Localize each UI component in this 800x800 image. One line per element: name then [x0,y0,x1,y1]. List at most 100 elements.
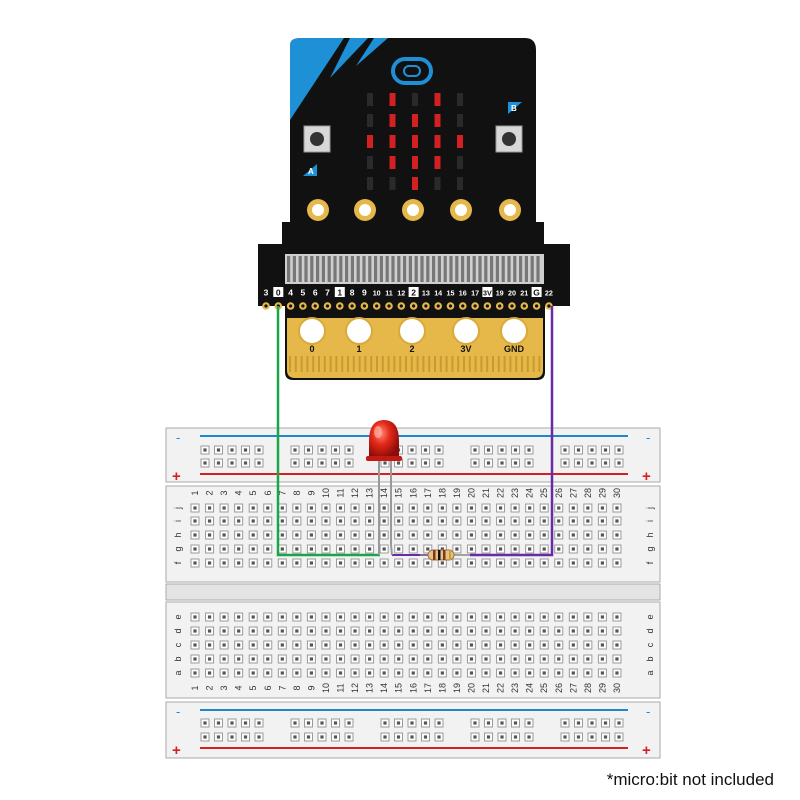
pin-label: 22 [545,289,553,298]
pin-label: 13 [422,289,430,298]
bottom-rail-minus-left: - [176,704,180,719]
pad-label-2: 2 [409,344,414,354]
matrix-led [389,156,396,169]
column-number: 19 [452,683,462,693]
pin-label: 11 [385,289,393,298]
pin-label: 16 [459,289,467,298]
red-led[interactable] [366,420,402,556]
pin-label: 3V [483,289,492,298]
bottom-power-rail: - - + + [165,701,661,759]
column-number: 13 [365,488,375,498]
footnote-text: *micro:bit not included [606,770,774,789]
column-number: 2 [205,685,215,690]
pin-label-highlight [273,287,284,297]
column-number: 1 [190,490,200,495]
matrix-led [367,135,373,148]
pin-label: G [533,288,540,298]
blue-corner-accent [290,38,388,120]
top-rail-minus-left: - [176,430,180,445]
column-number: 4 [234,685,244,690]
row-letter: j [173,507,183,510]
purple-wire[interactable] [470,306,554,557]
center-channel [165,583,661,601]
column-number: 23 [510,683,520,693]
column-number: 24 [525,488,535,498]
row-letter: i [645,520,655,522]
column-number: 6 [263,490,273,495]
column-number: 28 [583,488,593,498]
top-rail-minus-right: - [646,430,650,445]
resistor[interactable] [420,549,470,561]
column-number: 16 [408,683,418,693]
pin-label: 21 [520,289,528,298]
column-number: 12 [350,683,360,693]
row-letter: j [645,507,655,510]
pad-label-0: 0 [309,344,314,354]
matrix-led [434,135,441,148]
pin-label: 1 [337,288,342,298]
pin-label: 20 [508,289,516,298]
column-number: 21 [481,683,491,693]
button-b[interactable]: B [495,102,523,153]
pin-label: 12 [397,289,405,298]
column-number: 14 [379,683,389,693]
gold-pads [298,317,528,345]
matrix-led [412,93,418,106]
column-number: 16 [408,488,418,498]
pin-label: 17 [471,289,479,298]
pin-label: 5 [301,288,306,298]
pin-label: 3 [264,288,269,298]
column-number: 19 [452,488,462,498]
column-number: 3 [219,685,229,690]
pin-label: 2 [411,288,416,298]
pin-label-highlight [531,287,542,297]
row-letter: c [645,642,655,647]
column-number: 10 [321,488,331,498]
matrix-led [434,156,441,169]
column-number: 15 [394,683,404,693]
row-letter: b [645,656,655,661]
column-number: 17 [423,488,433,498]
row-letter: a [645,670,655,675]
column-number: 26 [554,683,564,693]
matrix-led [412,135,418,148]
matrix-led [367,93,373,106]
column-number: 5 [248,490,258,495]
row-letter: a [173,670,183,675]
row-letter: e [645,614,655,619]
pin-label: 15 [447,289,455,298]
column-number: 20 [466,683,476,693]
matrix-led [434,177,441,190]
matrix-led [367,177,373,190]
column-number: 23 [510,488,520,498]
matrix-led [434,114,441,127]
pin-label: 7 [325,288,330,298]
pin-label: 10 [373,289,381,298]
column-number: 24 [525,683,535,693]
column-number: 22 [496,488,506,498]
column-number: 29 [597,488,607,498]
row-letter: f [173,561,183,564]
row-letter: b [173,656,183,661]
column-number: 11 [336,683,346,692]
pin-label: 0 [276,288,281,298]
row-letter: h [645,532,655,537]
column-number: 28 [583,683,593,693]
button-a-label: A [308,167,314,176]
column-number: 5 [248,685,258,690]
matrix-led [457,177,463,190]
button-a[interactable]: A [303,125,331,176]
column-number: 26 [554,488,564,498]
matrix-led [412,177,418,190]
bottom-rail-plus-left: + [172,742,181,759]
column-number: 25 [539,488,549,498]
column-number: 25 [539,683,549,693]
green-wire[interactable] [276,306,380,557]
top-power-rail: - - + + [165,427,661,485]
microbit-gold-pins [307,199,521,221]
column-number: 1 [190,685,200,690]
